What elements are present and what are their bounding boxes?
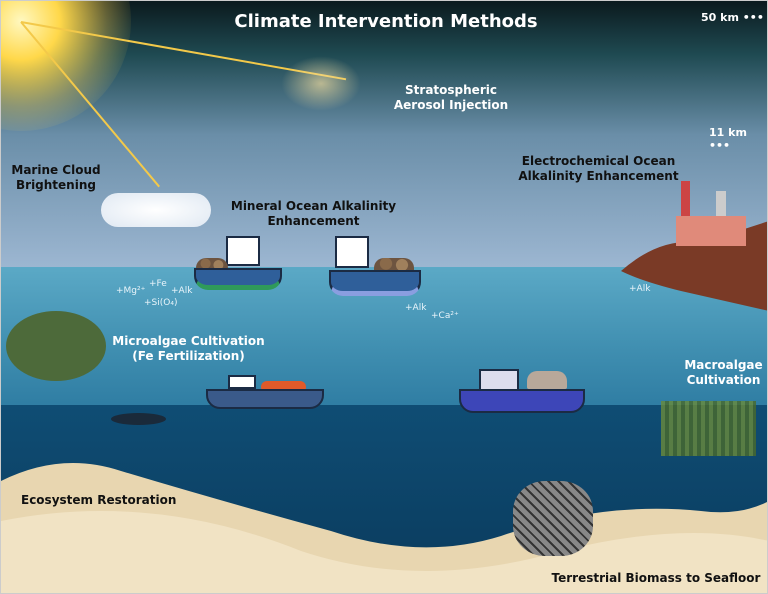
coastal-factory-icon (621, 181, 767, 311)
label-ecosystem-restoration: Ecosystem Restoration (21, 493, 177, 507)
cloud-icon (101, 193, 211, 227)
seafloor-sand (1, 463, 767, 593)
mangrove-tree-icon (6, 311, 106, 381)
ion-label: +Si(O₄) (144, 298, 178, 308)
ion-label: +Fe (149, 279, 167, 289)
label-macroalgae: Macroalgae Cultivation (684, 358, 763, 387)
mineral-boat-1-icon (194, 236, 284, 291)
ion-label: +Alk (405, 303, 427, 313)
shark-icon (111, 413, 166, 425)
label-microalgae: Microalgae Cultivation (Fe Fertilization… (112, 334, 265, 363)
label-electrochemical-oae: Electrochemical Ocean Alkalinity Enhance… (518, 154, 679, 183)
ion-label: +Alk (629, 284, 651, 294)
ion-label: +Alk (171, 286, 193, 296)
biomass-boat-icon (459, 363, 587, 415)
label-stratospheric-aerosol: Stratospheric Aerosol Injection (393, 83, 509, 112)
label-marine-cloud: Marine Cloud Brightening (11, 163, 101, 192)
macroalgae-icon (661, 401, 756, 456)
ion-label: +Mg²⁺ (116, 286, 146, 296)
label-mineral-oae: Mineral Ocean Alkalinity Enhancement (230, 199, 397, 228)
page-title: Climate Intervention Methods (234, 11, 538, 32)
aerosol-cloud-icon (281, 56, 361, 111)
fertilization-boat-icon (206, 371, 326, 411)
ion-label: +Ca²⁺ (431, 311, 459, 321)
biomass-net-icon (513, 481, 593, 556)
altitude-marker-50km: 50 km ••• (701, 11, 764, 24)
mineral-boat-2-icon (329, 236, 424, 298)
altitude-marker-11km: 11 km ••• (709, 126, 747, 152)
label-terrestrial-biomass: Terrestrial Biomass to Seafloor (551, 571, 761, 585)
